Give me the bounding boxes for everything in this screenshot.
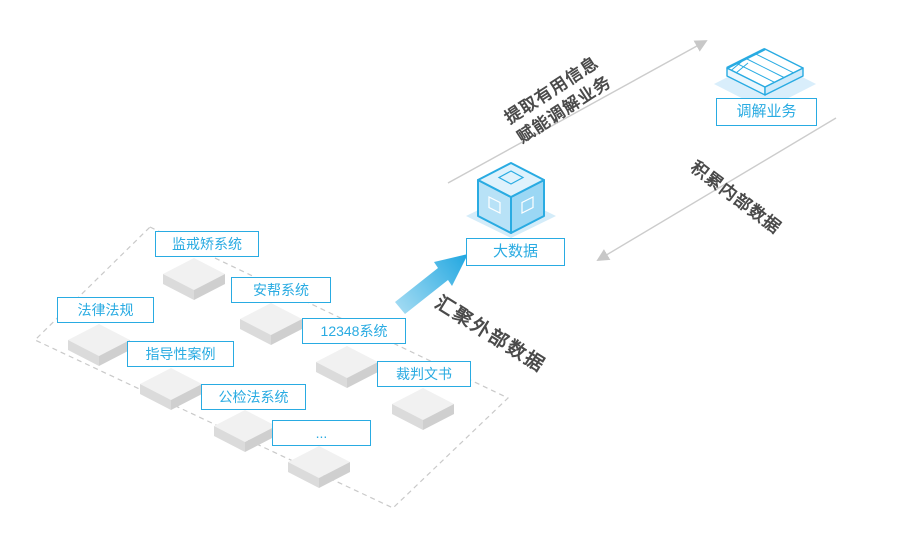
connector-business-to-hub [596,117,837,261]
isometric-box [163,258,225,300]
system-node: 12348系统 [302,318,406,344]
system-node: 监戒矫系统 [155,231,259,257]
system-node: 公检法系统 [201,384,306,410]
connector-hub-to-business [447,40,708,184]
isometric-box [392,388,454,430]
mediation-business-node: 调解业务 [716,98,817,126]
system-node: 法律法规 [57,297,154,323]
system-node: 安帮系统 [231,277,331,303]
isometric-box [288,446,350,488]
up-right-arrow-icon [395,254,468,314]
cube-3d-icon [466,162,556,238]
isometric-box [240,303,302,345]
system-node-more: ... [272,420,371,446]
ledger-notebook-icon [714,47,816,110]
isometric-box [214,410,276,452]
isometric-box [140,368,202,410]
system-node: 指导性案例 [127,341,234,367]
isometric-box [316,346,378,388]
system-node: 裁判文书 [377,361,471,387]
big-data-node: 大数据 [466,238,565,266]
